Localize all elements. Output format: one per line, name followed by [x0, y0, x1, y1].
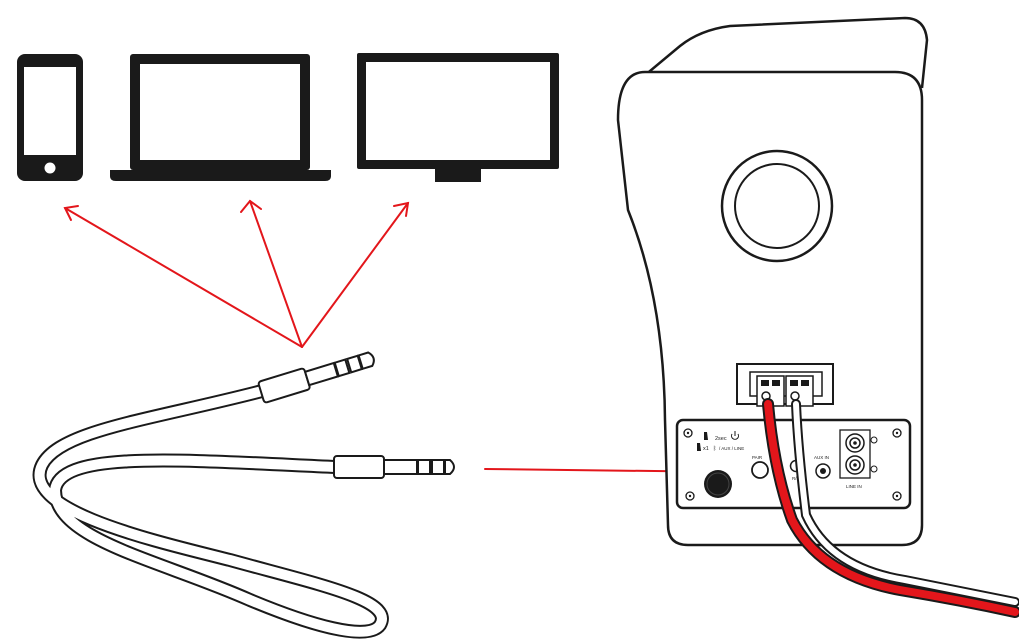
line-in-jacks[interactable] — [839, 429, 878, 479]
upper-plug — [257, 351, 375, 404]
speaker-icon: 2sec x1 ᛒ / AUX / LINE PAIR — [616, 16, 1019, 618]
press-x1-label: x1 — [703, 446, 709, 452]
rl-label: R/L — [792, 476, 800, 481]
aux-in-jack[interactable] — [815, 463, 831, 479]
hand-icon-2 — [697, 443, 701, 451]
hold-2sec-label: 2sec — [715, 436, 727, 442]
source-cycle-label: / AUX / LINE — [719, 446, 744, 451]
hand-icon — [704, 432, 708, 440]
monitor-icon — [357, 53, 559, 182]
aux-in-label: AUX IN — [814, 455, 829, 460]
bluetooth-icon: ᛒ — [713, 445, 716, 452]
line-in-label: LINE IN — [846, 484, 862, 489]
bass-port — [720, 149, 834, 263]
pair-button[interactable] — [751, 461, 769, 479]
pair-label: PAIR — [752, 455, 763, 460]
speaker-terminal — [736, 363, 834, 407]
aux-cable-icon — [32, 351, 455, 639]
laptop-icon — [110, 54, 331, 181]
smartphone-icon — [17, 54, 83, 181]
power-icon — [731, 431, 739, 440]
volume-knob[interactable] — [704, 470, 732, 498]
lower-plug — [333, 455, 455, 479]
speaker-cable — [762, 398, 1019, 618]
